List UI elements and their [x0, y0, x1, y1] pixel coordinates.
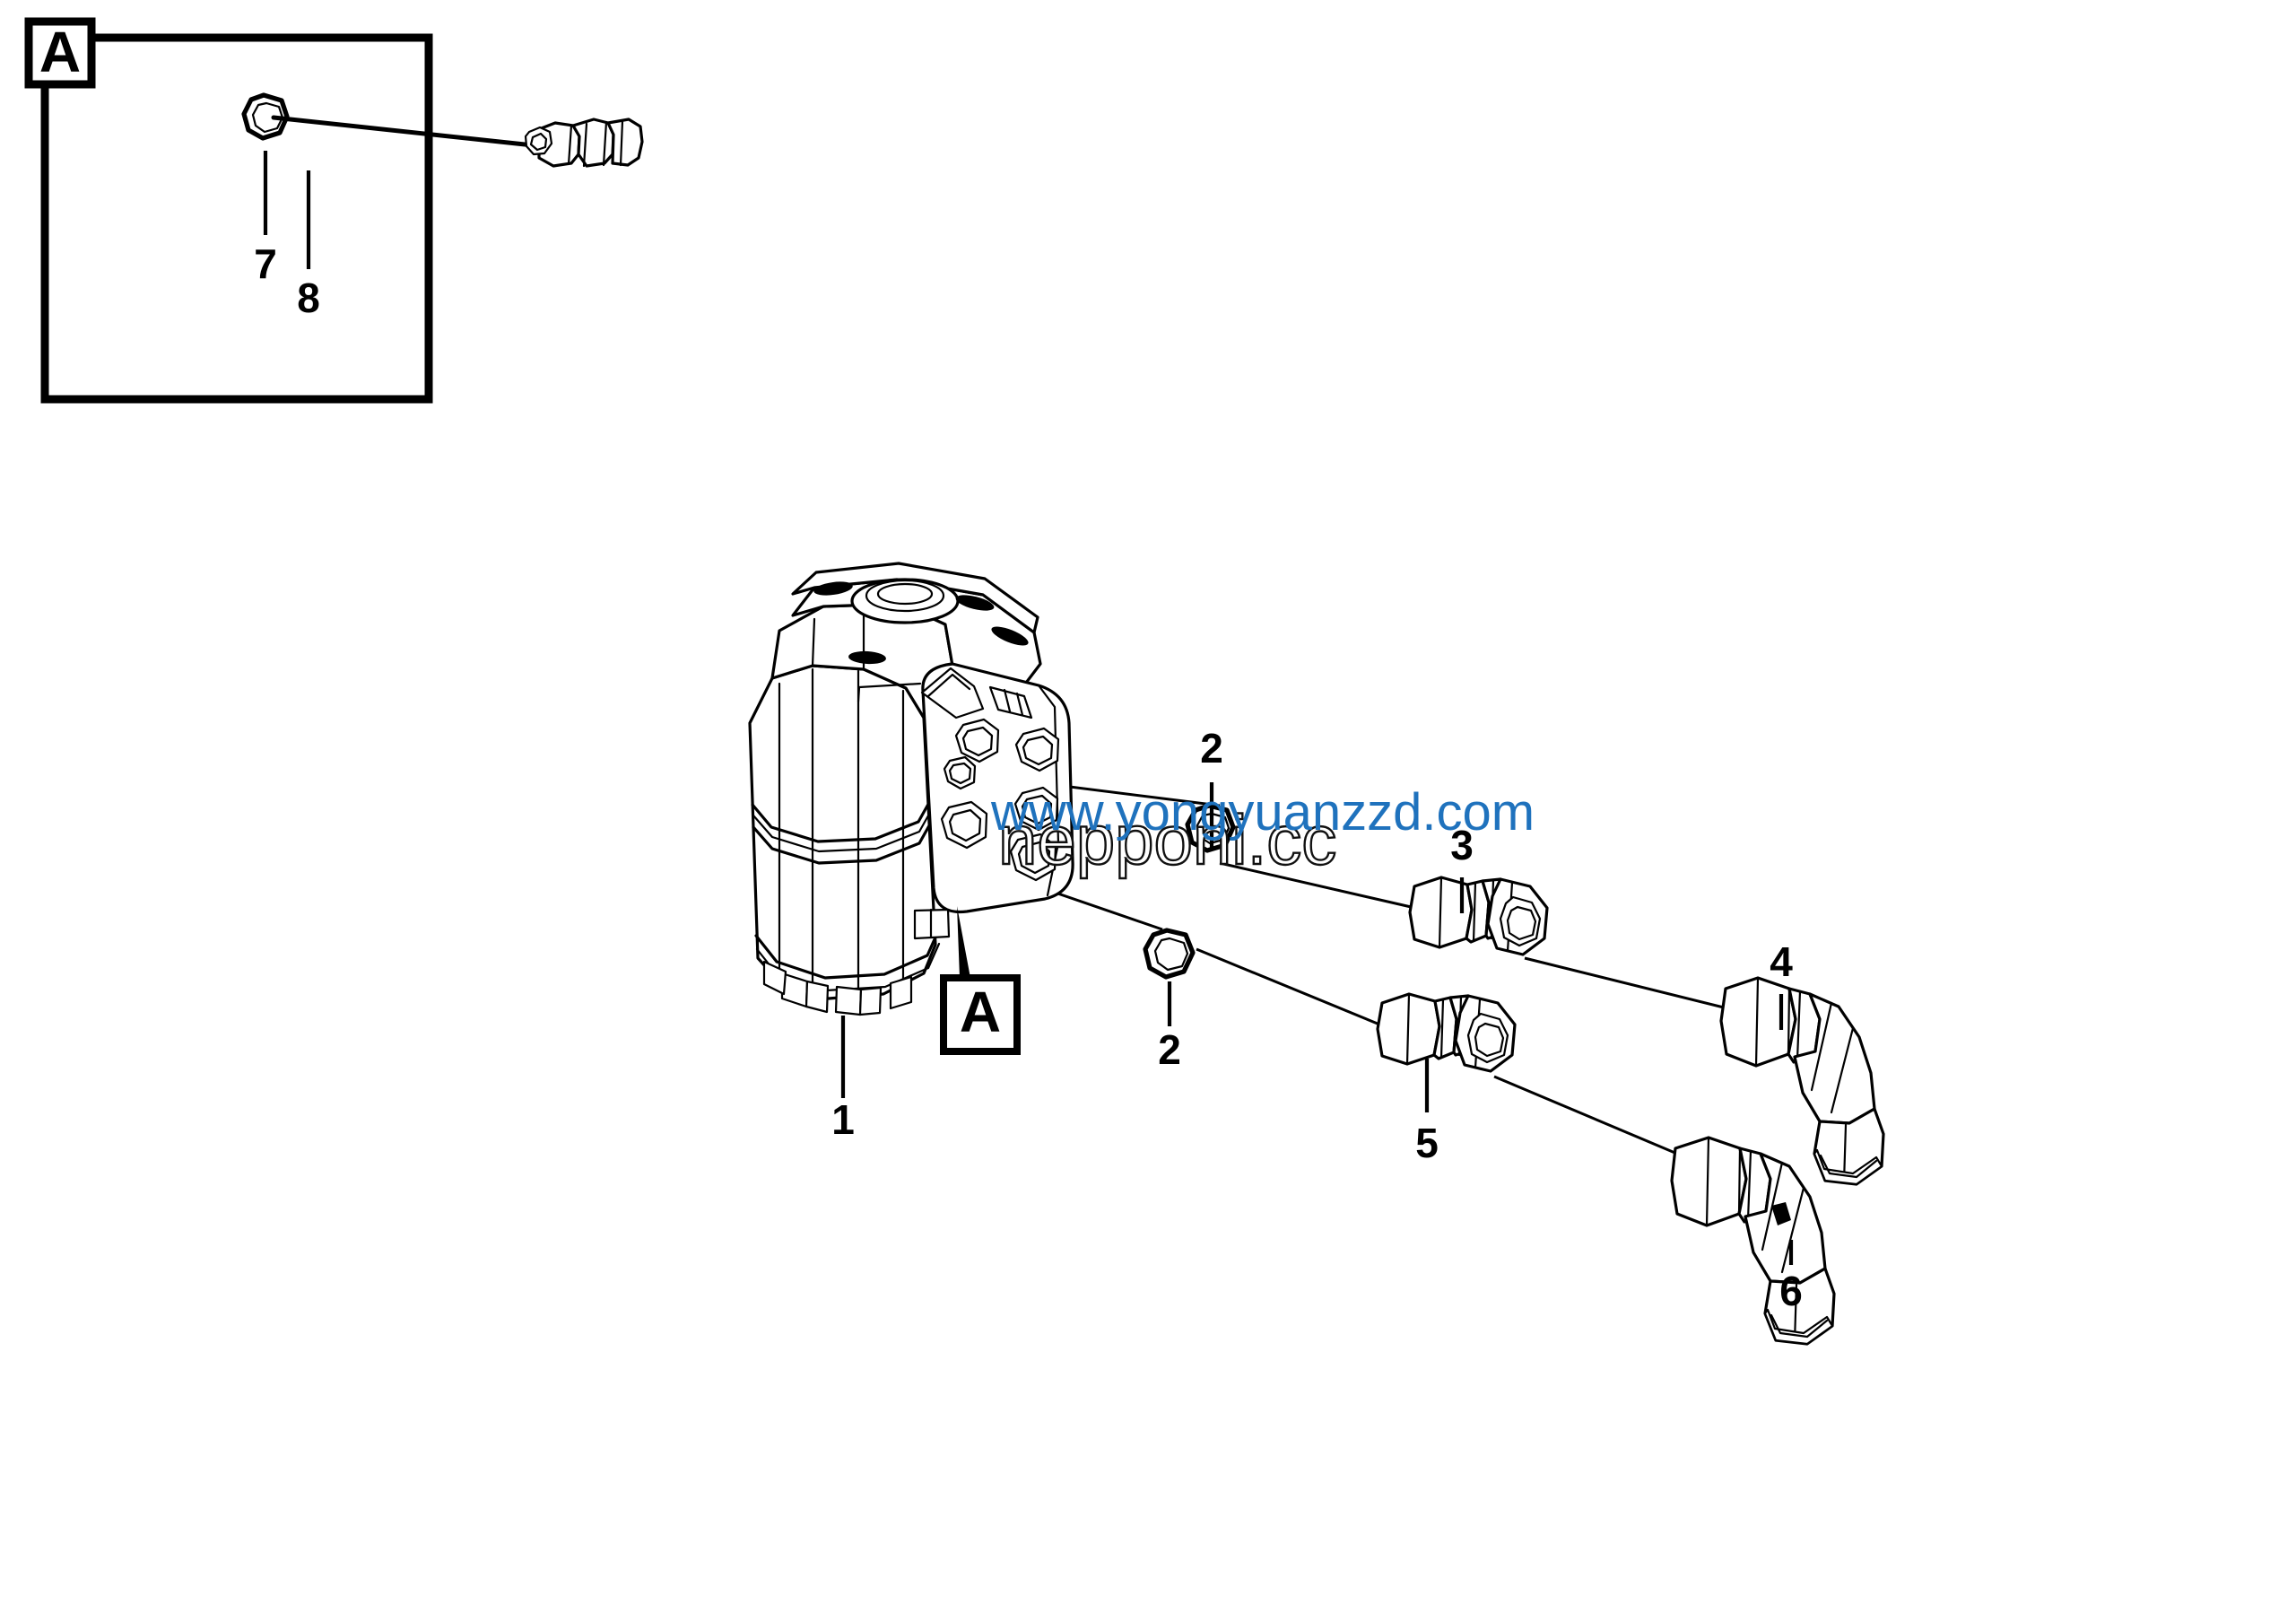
callout-5-label: 5	[1415, 1120, 1439, 1166]
part-3-straight-fitting	[1408, 876, 1549, 956]
steering-unit-web	[920, 667, 985, 719]
part-1-steering-unit	[748, 562, 1074, 1016]
detail-part-7-oring	[241, 92, 290, 141]
detail-view-a: A 7 8	[24, 17, 644, 404]
steering-unit-band-lower	[754, 929, 940, 980]
axis-line-lower-2	[1196, 947, 1389, 1030]
part-2-oring-lower	[1143, 928, 1196, 980]
detail-part-8-fitting	[524, 118, 644, 168]
section-callout-box	[940, 974, 1021, 1055]
detail-view-letter-box	[24, 17, 96, 89]
part-6-elbow-fitting	[1670, 1136, 1836, 1346]
watermark-blue-text: www.yongyuanzzd.com	[990, 783, 1535, 842]
callout-2-upper-label: 2	[1200, 725, 1223, 772]
detail-callout-7-label: 7	[254, 240, 277, 287]
steering-column-port	[850, 578, 960, 624]
steering-unit-hex-ports	[940, 718, 1060, 882]
callout-3-label: 3	[1450, 822, 1474, 868]
detail-connector-rod	[271, 115, 544, 149]
steering-unit-band-upper-2	[752, 819, 934, 865]
steering-unit-body	[748, 664, 937, 1000]
axis-line-upper-2	[1219, 861, 1420, 911]
part-5-straight-fitting	[1376, 992, 1517, 1073]
callout-4-label: 4	[1770, 938, 1793, 985]
main-callout-leaders: 1 2 2 3 4 5 6	[831, 725, 1803, 1314]
axis-line-upper-3	[1524, 956, 1732, 1011]
callout-1-label: 1	[831, 1096, 855, 1143]
callout-2-lower-label: 2	[1158, 1026, 1181, 1073]
section-callout-a: A	[940, 906, 1021, 1055]
steering-unit-top-bolt-slots	[813, 581, 1029, 665]
steering-unit-top-face	[791, 562, 1039, 634]
steering-unit-band-upper	[751, 798, 933, 843]
steering-unit-bottom-bolts	[762, 960, 913, 1016]
detail-view-frame	[40, 33, 433, 404]
section-callout-letter: A	[960, 980, 1001, 1044]
watermark-layer: nepponi.cc www.yongyuanzzd.com	[990, 783, 1535, 880]
watermark-outline-text: nepponi.cc	[998, 800, 1336, 879]
detail-callout-8-label: 8	[297, 275, 320, 321]
part-4-elbow-fitting	[1719, 976, 1885, 1186]
main-exploded-view: A 1 2 2 3 4 5 6	[748, 562, 1885, 1346]
section-callout-arrow	[957, 906, 970, 978]
detail-view-letter: A	[39, 20, 81, 84]
axis-line-lower-3	[1493, 1075, 1701, 1165]
callout-6-label: 6	[1779, 1268, 1803, 1314]
